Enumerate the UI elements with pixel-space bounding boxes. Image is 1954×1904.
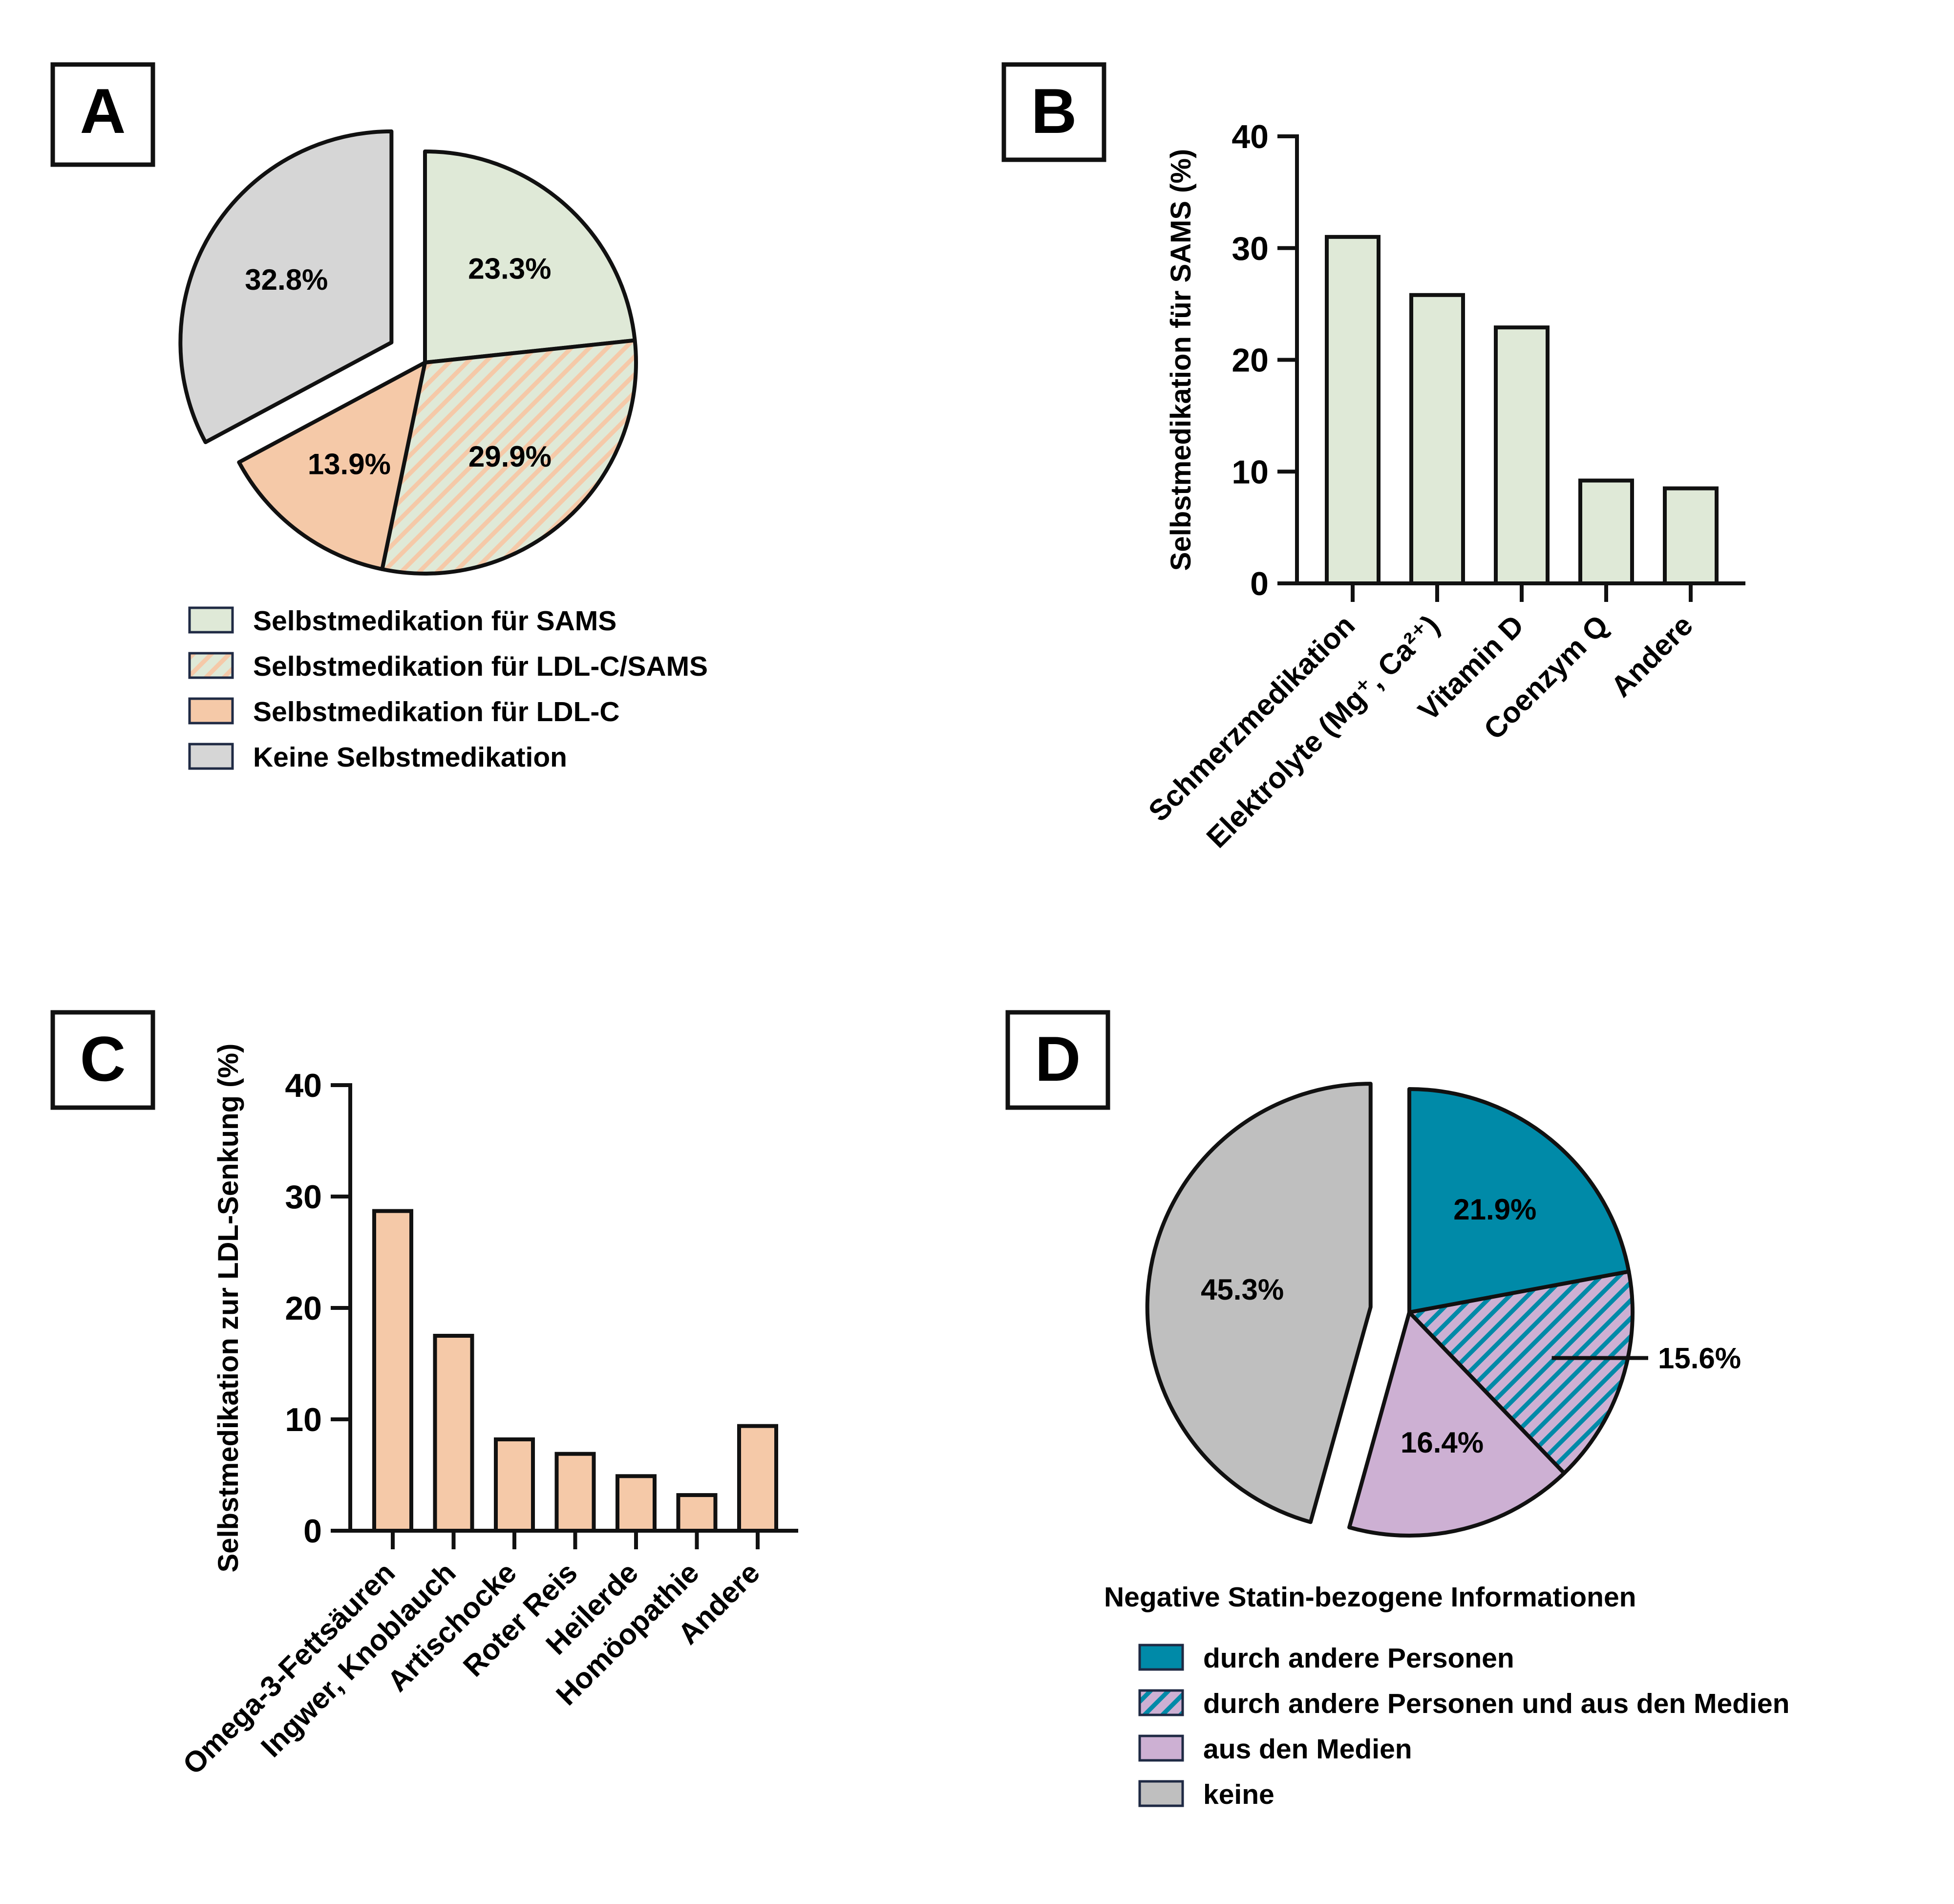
bar: [1494, 325, 1550, 585]
panel-a-letter: A: [80, 75, 126, 147]
pie-slice: [1407, 1269, 1635, 1476]
bar: [737, 1424, 778, 1533]
legend-swatch: [188, 697, 234, 725]
pie-slice: [237, 361, 427, 572]
panel-b-label: B: [1001, 62, 1106, 162]
pie-chart-d: 21.9% 15.6% 16.4% 45.3%: [1145, 1082, 1741, 1538]
legend-d: Negative Statin-bezogene Informationen d…: [1104, 1582, 1789, 1810]
y-tick-label: 40: [285, 1067, 322, 1104]
y-tick-label: 30: [1232, 230, 1269, 267]
bar: [616, 1474, 657, 1533]
bar: [1325, 235, 1381, 585]
panel-a-label: A: [50, 62, 155, 167]
legend-swatch: [1138, 1644, 1184, 1671]
legend-d-title: Negative Statin-bezogene Informationen: [1104, 1582, 1636, 1613]
bar: [494, 1437, 535, 1533]
y-axis-label: Selbstmedikation für SAMS (%): [1165, 149, 1197, 571]
pie-slice: [423, 150, 637, 364]
panel-c-label: C: [50, 1010, 155, 1110]
bar: [676, 1493, 718, 1533]
panel-b-letter: B: [1031, 75, 1077, 147]
legend-label: durch andere Personen: [1203, 1643, 1514, 1674]
y-tick-label: 20: [285, 1290, 322, 1327]
bar: [433, 1334, 474, 1533]
y-tick-label: 20: [1232, 342, 1269, 379]
slice-label: 29.9%: [468, 440, 552, 473]
panel-d-letter: D: [1035, 1023, 1081, 1094]
y-tick-label: 0: [1250, 565, 1269, 602]
x-tick-label: Andere: [1605, 609, 1699, 704]
legend-swatch: [188, 743, 234, 770]
legend-label: aus den Medien: [1203, 1733, 1412, 1765]
legend-swatch: [1138, 1780, 1184, 1807]
legend-swatch: [188, 652, 234, 679]
legend-swatch: [1138, 1734, 1184, 1762]
y-tick-label: 40: [1232, 118, 1269, 155]
bar: [554, 1452, 596, 1533]
slice-label: 21.9%: [1453, 1193, 1536, 1226]
pie-slice: [1407, 1087, 1631, 1314]
bar: [1578, 478, 1634, 585]
slice-label: 32.8%: [245, 263, 328, 296]
legend-label: Selbstmedikation für LDL-C: [253, 696, 620, 727]
y-tick-label: 30: [285, 1178, 322, 1216]
bar: [1663, 486, 1719, 585]
bar: [1409, 293, 1465, 585]
slice-label: 16.4%: [1401, 1426, 1484, 1459]
y-axis-label: Selbstmedikation zur LDL-Senkung (%): [212, 1044, 244, 1573]
legend-label: keine: [1203, 1779, 1274, 1810]
pie-slice: [178, 129, 394, 445]
slice-label: 13.9%: [308, 448, 391, 481]
panel-c-letter: C: [80, 1023, 126, 1094]
y-tick-label: 10: [1232, 453, 1269, 491]
slice-label: 45.3%: [1201, 1273, 1284, 1306]
pie-slice: [1347, 1310, 1566, 1538]
legend-label: durch andere Personen und aus den Medien: [1203, 1688, 1789, 1719]
pie-chart-a: 23.3% 29.9% 13.9% 32.8%: [178, 129, 638, 576]
legend-label: Keine Selbstmedikation: [253, 742, 567, 773]
legend-label: Selbstmedikation für LDL-C/SAMS: [253, 651, 708, 682]
y-tick-label: 0: [303, 1513, 322, 1550]
pie-slice: [380, 338, 638, 576]
slice-label: 15.6%: [1658, 1342, 1741, 1375]
pie-slice: [1145, 1082, 1373, 1524]
legend-label: Selbstmedikation für SAMS: [253, 605, 616, 637]
legend-swatch: [1138, 1689, 1184, 1716]
bar: [372, 1209, 413, 1533]
y-tick-label: 10: [285, 1401, 322, 1438]
panel-d-label: D: [1005, 1010, 1110, 1110]
legend-a: Selbstmedikation für SAMS Selbstmedikatio…: [188, 605, 708, 773]
slice-label: 23.3%: [468, 252, 551, 285]
legend-swatch: [188, 606, 234, 634]
